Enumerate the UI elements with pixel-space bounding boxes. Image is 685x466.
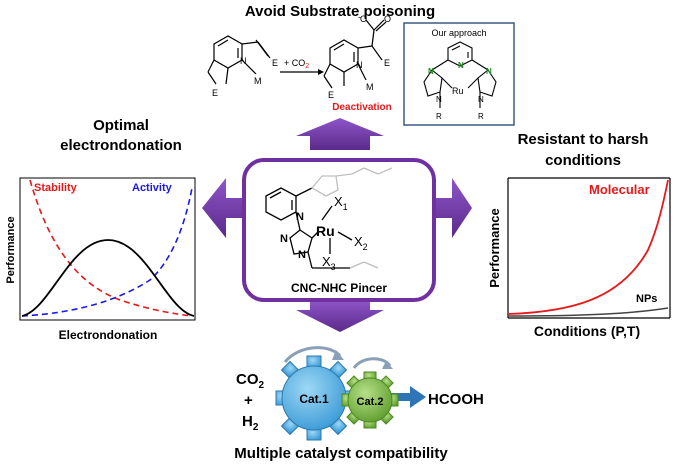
right-plot-axes — [507, 177, 671, 319]
reactant-co2: CO2 — [236, 371, 265, 391]
stability-label: Stability — [34, 182, 78, 194]
atom-e: E — [272, 58, 278, 68]
ligand-x2: X2 — [354, 234, 368, 252]
left-plot-frame — [19, 177, 196, 321]
right-x-label: Conditions (P,T) — [534, 323, 640, 339]
arrow-up — [296, 118, 384, 150]
arrow-right — [434, 178, 472, 238]
arrow-down — [296, 300, 384, 332]
nps-label: NPs — [636, 293, 657, 305]
deactivation-label: Deactivation — [332, 102, 391, 113]
center-caption: CNC-NHC Pincer — [291, 281, 387, 295]
bottom-title: Multiple catalyst compatibility — [234, 445, 448, 462]
atom-n: N — [478, 95, 484, 104]
atom-o: O — [384, 14, 391, 24]
left-title-line2: electrondonation — [60, 137, 182, 154]
arrow-left — [202, 178, 244, 238]
atom-o: O — [360, 14, 367, 24]
atom-n: N — [298, 249, 306, 261]
atom-n: N — [240, 56, 247, 66]
atom-m: M — [254, 76, 262, 86]
our-approach-box — [403, 22, 515, 126]
reactant-plus: + — [244, 392, 253, 409]
cat2-label: Cat.2 — [357, 396, 384, 408]
stability-curve — [29, 179, 193, 317]
left-y-label: Performance — [5, 216, 17, 283]
charge-sign: - — [358, 12, 361, 22]
center-pincer-box — [242, 158, 436, 302]
reaction-arrow — [280, 69, 324, 75]
atom-n: N — [356, 60, 363, 70]
gear-cat2-icon — [341, 371, 399, 429]
atom-e: E — [384, 58, 390, 68]
reactant-h2: H2 — [242, 413, 259, 433]
activity-curve — [21, 187, 193, 317]
molecular-label: Molecular — [589, 182, 650, 197]
atom-m: M — [366, 82, 374, 92]
ligand-structure-after — [323, 19, 387, 89]
left-x-label: Electrondonation — [59, 328, 158, 342]
product-label: HCOOH — [428, 391, 484, 408]
pincer-bonds — [321, 205, 353, 254]
nps-curve — [507, 307, 669, 317]
our-approach-title: Our approach — [431, 28, 486, 38]
pincer-structure-faded — [311, 167, 393, 269]
left-title-line1: Optimal — [93, 117, 149, 134]
ligand-structure-before — [207, 35, 271, 85]
our-approach-structure — [423, 41, 497, 108]
atom-r: R — [478, 112, 484, 121]
atom-r: R — [436, 112, 442, 121]
atom-n: N — [280, 233, 288, 245]
ligand-x1: X1 — [334, 194, 348, 212]
ligand-x3: X3 — [322, 254, 336, 272]
atom-n: N — [436, 95, 442, 104]
atom-e: E — [328, 90, 334, 100]
purple-arrows — [202, 118, 472, 332]
atom-n: N — [486, 67, 492, 76]
atom-n: N — [458, 61, 464, 70]
molecular-curve — [507, 179, 669, 315]
pincer-structure — [265, 187, 350, 269]
right-title-line2: conditions — [545, 152, 621, 169]
atom-e: E — [212, 88, 218, 98]
atom-ru: Ru — [452, 86, 464, 96]
top-title: Avoid Substrate poisoning — [245, 3, 435, 20]
right-y-label: Performance — [487, 208, 502, 287]
center-metal: Ru — [316, 223, 335, 239]
atom-n: N — [296, 211, 304, 223]
cat1-label: Cat.1 — [299, 392, 329, 406]
performance-curve — [21, 239, 195, 317]
activity-label: Activity — [132, 182, 173, 194]
reagent-co2: + CO2 — [284, 58, 309, 70]
atom-n: N — [428, 67, 434, 76]
right-title-line1: Resistant to harsh — [518, 131, 649, 148]
